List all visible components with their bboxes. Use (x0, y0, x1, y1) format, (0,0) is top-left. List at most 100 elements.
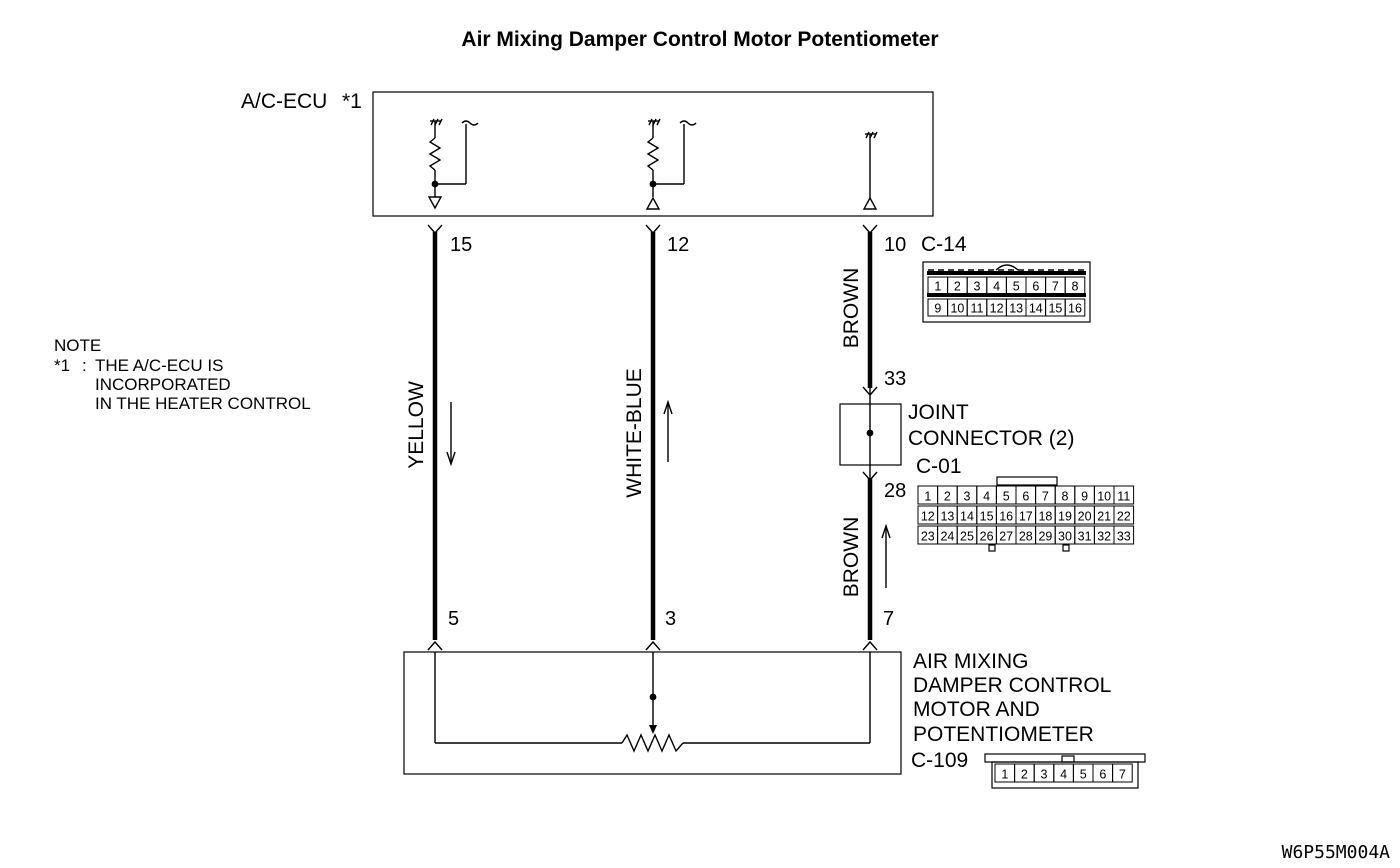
connector-pin-number: 4 (993, 280, 1000, 294)
pin-3: 3 (665, 608, 676, 630)
connector-pin-number: 11 (971, 302, 984, 316)
connector-pin-number: 3 (1041, 768, 1048, 782)
connector-cavity (1113, 485, 1135, 505)
ecu-footnote-mark: *1 (342, 90, 362, 113)
potentiometer-circuit (434, 652, 871, 753)
connector-pin-number: 9 (934, 302, 941, 316)
pin-33: 33 (884, 368, 906, 390)
connector-pin-number: 4 (1060, 768, 1067, 782)
connector-pin-number: 23 (921, 530, 935, 544)
joint-splice-dot (866, 429, 874, 437)
connector-pin-number: 11 (1117, 490, 1130, 504)
terminal-5-mark (427, 640, 443, 651)
connector-pin-number: 33 (1117, 530, 1131, 544)
terminal-7-mark (862, 640, 878, 651)
connector-pin-number: 1 (924, 490, 931, 504)
connector-cavity (1064, 298, 1086, 317)
connector-pin-number: 28 (1019, 530, 1033, 544)
connector-pin-number: 7 (1052, 280, 1059, 294)
connector-cavity (1112, 763, 1133, 783)
connector-pin-number: 12 (921, 510, 935, 524)
note-line1: THE A/C-ECU IS (95, 356, 223, 375)
connector-pin-number: 13 (1009, 302, 1023, 316)
connector-cavity (1113, 505, 1135, 525)
connector-pin-number: 17 (1019, 510, 1033, 524)
connector-pin-number: 7 (1119, 768, 1126, 782)
signal-arrow-up-icon (881, 523, 891, 588)
connector-pin-number: 5 (1080, 768, 1087, 782)
connector-pin-number: 32 (1097, 530, 1111, 544)
connector-code-c14: C-14 (921, 233, 967, 256)
wire-color-brown-lower: BROWN (840, 517, 863, 598)
ecu-label: A/C-ECU (241, 90, 327, 113)
note-line2: INCORPORATED (95, 375, 231, 394)
connector-pin-number: 9 (1081, 490, 1088, 504)
ecu-circuit-12 (645, 118, 697, 210)
connector-pin-number: 1 (934, 280, 941, 294)
ecu-circuit-10 (862, 131, 878, 210)
connector-pin-number: 6 (1099, 768, 1106, 782)
connector-pin-number: 1 (1001, 768, 1008, 782)
signal-arrow-up-icon (663, 399, 673, 462)
connector-pin-number: 29 (1038, 530, 1052, 544)
connector-pin-number: 18 (1038, 510, 1052, 524)
connector-pin-number: 5 (1013, 280, 1020, 294)
wire-color-yellow: YELLOW (405, 381, 428, 469)
connector-pin-number: 4 (983, 490, 990, 504)
joint-terminal-bottom-mark (862, 471, 878, 482)
connector-pin-number: 13 (940, 510, 954, 524)
note-ref: *1 (54, 356, 70, 375)
joint-label-line2: CONNECTOR (2) (908, 427, 1074, 450)
connector-pin-number: 6 (1022, 490, 1029, 504)
pin-12: 12 (667, 234, 689, 256)
joint-terminal-top-mark (862, 386, 878, 397)
ecu-box (372, 91, 934, 217)
connector-pin-number: 14 (1029, 302, 1043, 316)
connector-pin-number: 2 (944, 490, 951, 504)
connector-pin-number: 2 (1021, 768, 1028, 782)
terminal-15-mark (427, 224, 443, 235)
connector-pin-number: 30 (1058, 530, 1072, 544)
connector-code-c01: C-01 (916, 455, 962, 478)
connector-pin-number: 16 (1068, 302, 1082, 316)
pin-5: 5 (448, 608, 459, 630)
component-label-line4: POTENTIOMETER (913, 723, 1094, 746)
pin-28: 28 (884, 480, 906, 502)
connector-pin-number: 20 (1078, 510, 1092, 524)
connector-pin-number: 7 (1042, 490, 1049, 504)
connector-pin-number: 12 (990, 302, 1004, 316)
connector-pin-number: 3 (964, 490, 971, 504)
component-label-line2: DAMPER CONTROL (913, 674, 1111, 697)
pin-15: 15 (450, 234, 472, 256)
connector-pin-number: 25 (960, 530, 974, 544)
connector-cavity (1064, 276, 1086, 295)
connector-pin-number: 10 (1097, 490, 1111, 504)
wire-color-white-blue: WHITE-BLUE (623, 368, 646, 498)
terminal-10-mark (862, 224, 878, 235)
connector-code-c109: C-109 (911, 749, 968, 772)
connector-pin-number: 6 (1032, 280, 1039, 294)
terminal-12-mark (645, 224, 661, 235)
connector-pin-number: 21 (1097, 510, 1111, 524)
note-heading: NOTE (54, 336, 101, 355)
connector-pin-number: 15 (1048, 302, 1062, 316)
joint-label-line1: JOINT (908, 401, 969, 424)
connector-pin-number: 16 (999, 510, 1013, 524)
ecu-circuit-15 (427, 118, 479, 210)
connector-pin-number: 10 (950, 302, 964, 316)
component-label-line1: AIR MIXING (913, 650, 1029, 673)
terminal-3-mark (645, 640, 661, 651)
pin-10: 10 (884, 234, 906, 256)
connector-cavity (1113, 525, 1135, 545)
connector-pin-number: 26 (980, 530, 994, 544)
diagram-code: W6P55M004A (1282, 842, 1391, 863)
connector-pin-number: 14 (960, 510, 974, 524)
signal-arrow-down-icon (446, 402, 456, 467)
pin-7: 7 (883, 608, 894, 630)
connector-pin-number: 22 (1117, 510, 1131, 524)
diagram-title: Air Mixing Damper Control Motor Potentio… (461, 28, 938, 51)
